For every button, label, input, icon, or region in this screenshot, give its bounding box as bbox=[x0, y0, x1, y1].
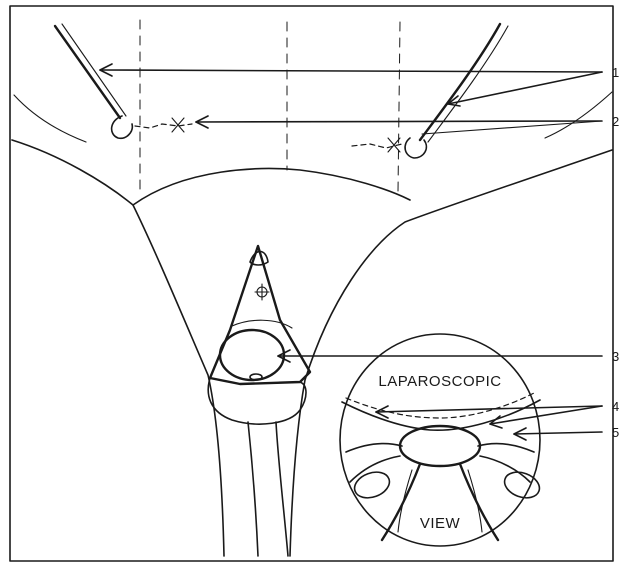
left-thigh-outline bbox=[12, 140, 224, 556]
vaginal-opening bbox=[220, 330, 284, 380]
inset-label-laparoscopic: LAPAROSCOPIC bbox=[378, 373, 501, 390]
perineal-triangle bbox=[210, 246, 310, 384]
anal-stalk-right bbox=[276, 422, 288, 556]
leader-2 bbox=[196, 121, 602, 122]
leader-2b bbox=[422, 121, 602, 134]
guide-line-right bbox=[398, 22, 400, 192]
right-trocar-instrument-edge bbox=[428, 26, 508, 142]
lower-abdomen-arc bbox=[133, 169, 410, 205]
anal-stalk-left bbox=[248, 422, 258, 556]
right-trocar-instrument bbox=[420, 24, 500, 140]
left-flank-contour bbox=[14, 95, 86, 142]
uterosacral-right bbox=[460, 464, 498, 540]
cervix-dome bbox=[400, 426, 480, 466]
dashed-incision-line bbox=[346, 392, 536, 418]
callout-4: 4 bbox=[612, 399, 619, 414]
leader-1b bbox=[448, 72, 602, 104]
left-trocar-instrument bbox=[55, 26, 120, 118]
callout-3: 3 bbox=[612, 349, 619, 364]
left-suture bbox=[135, 124, 192, 128]
right-thigh-outline bbox=[290, 150, 612, 556]
left-adnexa bbox=[346, 444, 402, 482]
left-port-site bbox=[112, 116, 133, 138]
left-ovary bbox=[351, 468, 393, 503]
callout-2: 2 bbox=[612, 114, 619, 129]
callout-1: 1 bbox=[612, 65, 619, 80]
right-flank-contour bbox=[545, 92, 612, 138]
callout-5: 5 bbox=[612, 425, 619, 440]
right-ovary bbox=[501, 468, 543, 503]
leader-1a bbox=[100, 70, 602, 72]
leader-5 bbox=[514, 432, 602, 434]
right-port-site bbox=[405, 138, 426, 158]
inset-label-view: VIEW bbox=[420, 515, 461, 532]
perineum-lower bbox=[208, 378, 306, 424]
